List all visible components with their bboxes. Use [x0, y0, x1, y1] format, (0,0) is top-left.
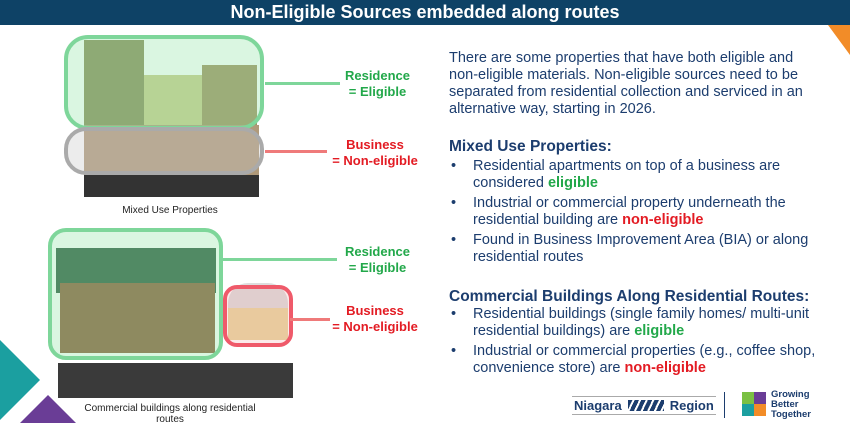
corner-accent	[828, 25, 850, 55]
noneligible-label: = Non-eligible	[332, 319, 418, 334]
mixed-use-list: Residential apartments on top of a busin…	[449, 158, 819, 269]
list-item: Industrial or commercial properties (e.g…	[449, 343, 819, 377]
niagara-region-logo: Niagara Region	[572, 396, 716, 415]
residence-label: Residence	[344, 68, 411, 83]
eligible-label: = Eligible	[348, 84, 407, 99]
mixed-use-illustration	[64, 35, 274, 200]
intro-text: There are some properties that have both…	[449, 50, 803, 117]
growing-better-together-logo: Growing Better Together	[771, 389, 811, 420]
noneligible-label: = Non-eligible	[332, 153, 418, 168]
purple-accent	[20, 395, 76, 423]
caption-commercial: Commercial buildings along residential r…	[84, 403, 256, 425]
list-item: Industrial or commercial property undern…	[449, 195, 819, 229]
page-title: Non-Eligible Sources embedded along rout…	[0, 0, 850, 25]
business-label: Business	[346, 303, 404, 318]
list-item: Found in Business Improvement Area (BIA)…	[449, 232, 819, 266]
list-item: Residential buildings (single family hom…	[449, 306, 819, 340]
divider	[724, 392, 725, 418]
eligible-label: = Eligible	[348, 260, 407, 275]
residence-label: Residence	[344, 244, 411, 259]
section-heading-commercial: Commercial Buildings Along Residential R…	[449, 288, 810, 305]
growing-better-together-icon	[742, 392, 766, 416]
commercial-illustration	[48, 228, 298, 400]
section-heading-mixed-use: Mixed Use Properties:	[449, 138, 612, 155]
commercial-list: Residential buildings (single family hom…	[449, 306, 819, 380]
caption-mixed-use: Mixed Use Properties	[122, 205, 218, 216]
business-label: Business	[346, 137, 404, 152]
list-item: Residential apartments on top of a busin…	[449, 158, 819, 192]
